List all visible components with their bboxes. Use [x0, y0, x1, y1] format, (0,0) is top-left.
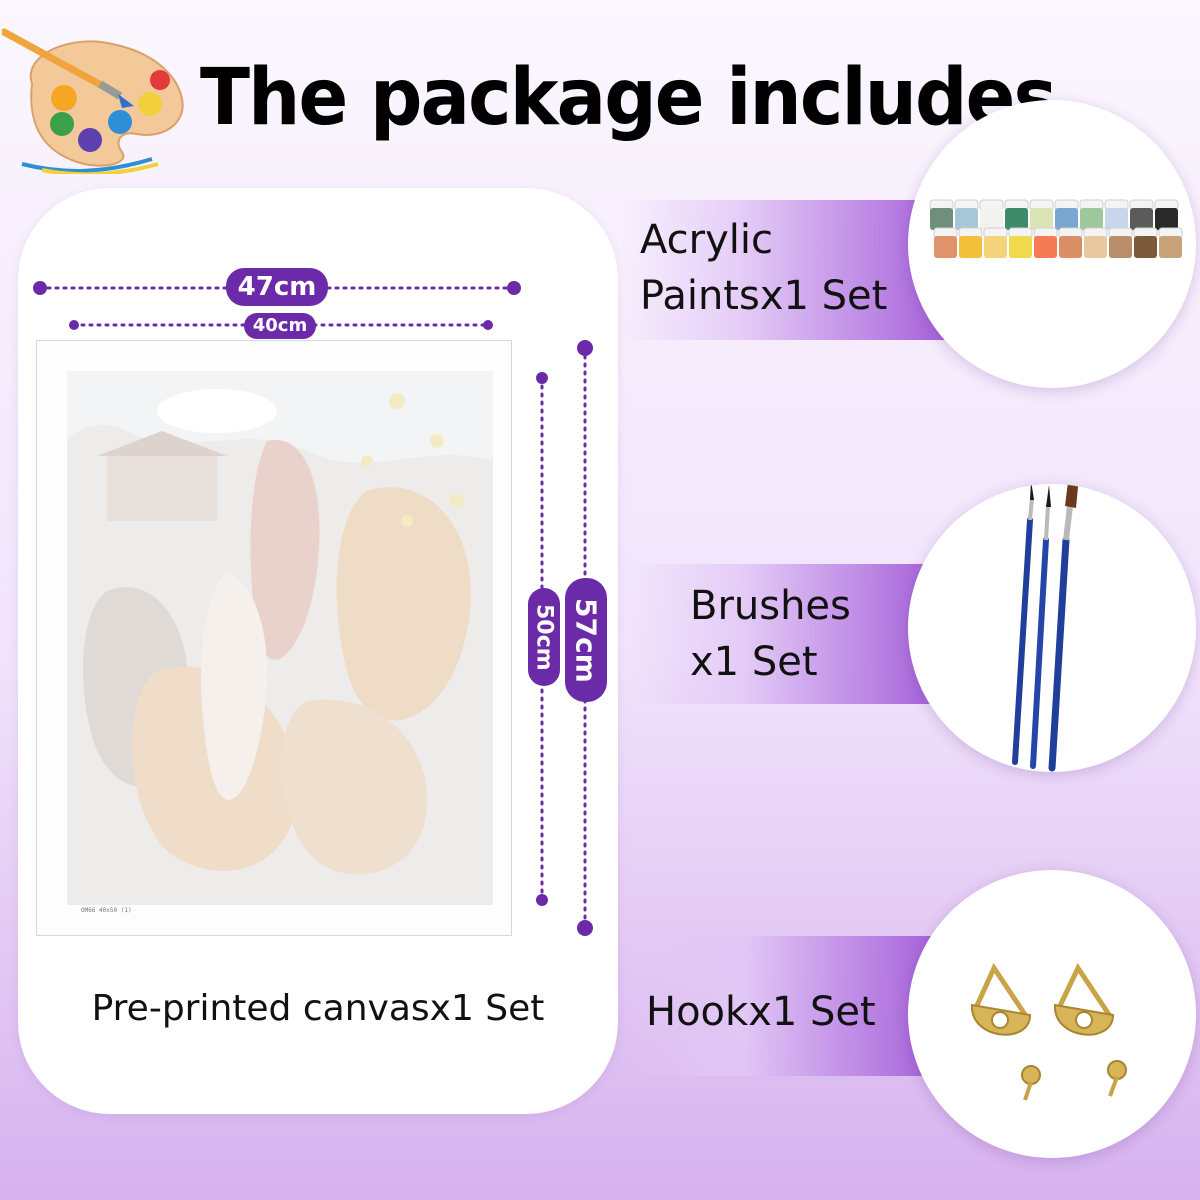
brushes-circle	[908, 484, 1196, 772]
height-outer-label: 57cm	[565, 578, 607, 702]
paint-pots-circle	[908, 100, 1196, 388]
hooks-icon	[970, 962, 1127, 1101]
hooks-item-label: Hookx1 Set	[646, 989, 876, 1035]
brushes-item-label: Brushes x1 Set	[690, 583, 851, 685]
canvas-item-label: Pre-printed canvasx1 Set	[91, 988, 545, 1029]
pre-printed-canvas: OM66 40x50 (1)	[36, 340, 512, 936]
palette-icon	[2, 28, 184, 174]
paint-pots-icon	[929, 199, 1183, 258]
width-inner-label: 40cm	[244, 313, 316, 339]
band-hooks	[630, 936, 950, 1076]
height-inner-label: 50cm	[528, 588, 560, 686]
canvas-code-text: OM66 40x50 (1)	[81, 907, 132, 914]
paints-item-label: Acrylic Paintsx1 Set	[640, 217, 888, 319]
canvas-artwork-image	[67, 371, 493, 905]
band-brushes	[630, 564, 950, 704]
brushes-icon	[1012, 484, 1079, 772]
band-paints	[620, 200, 960, 340]
width-outer-label: 47cm	[226, 268, 328, 306]
hooks-circle	[908, 870, 1196, 1158]
page-title: The package includes	[200, 53, 1057, 143]
